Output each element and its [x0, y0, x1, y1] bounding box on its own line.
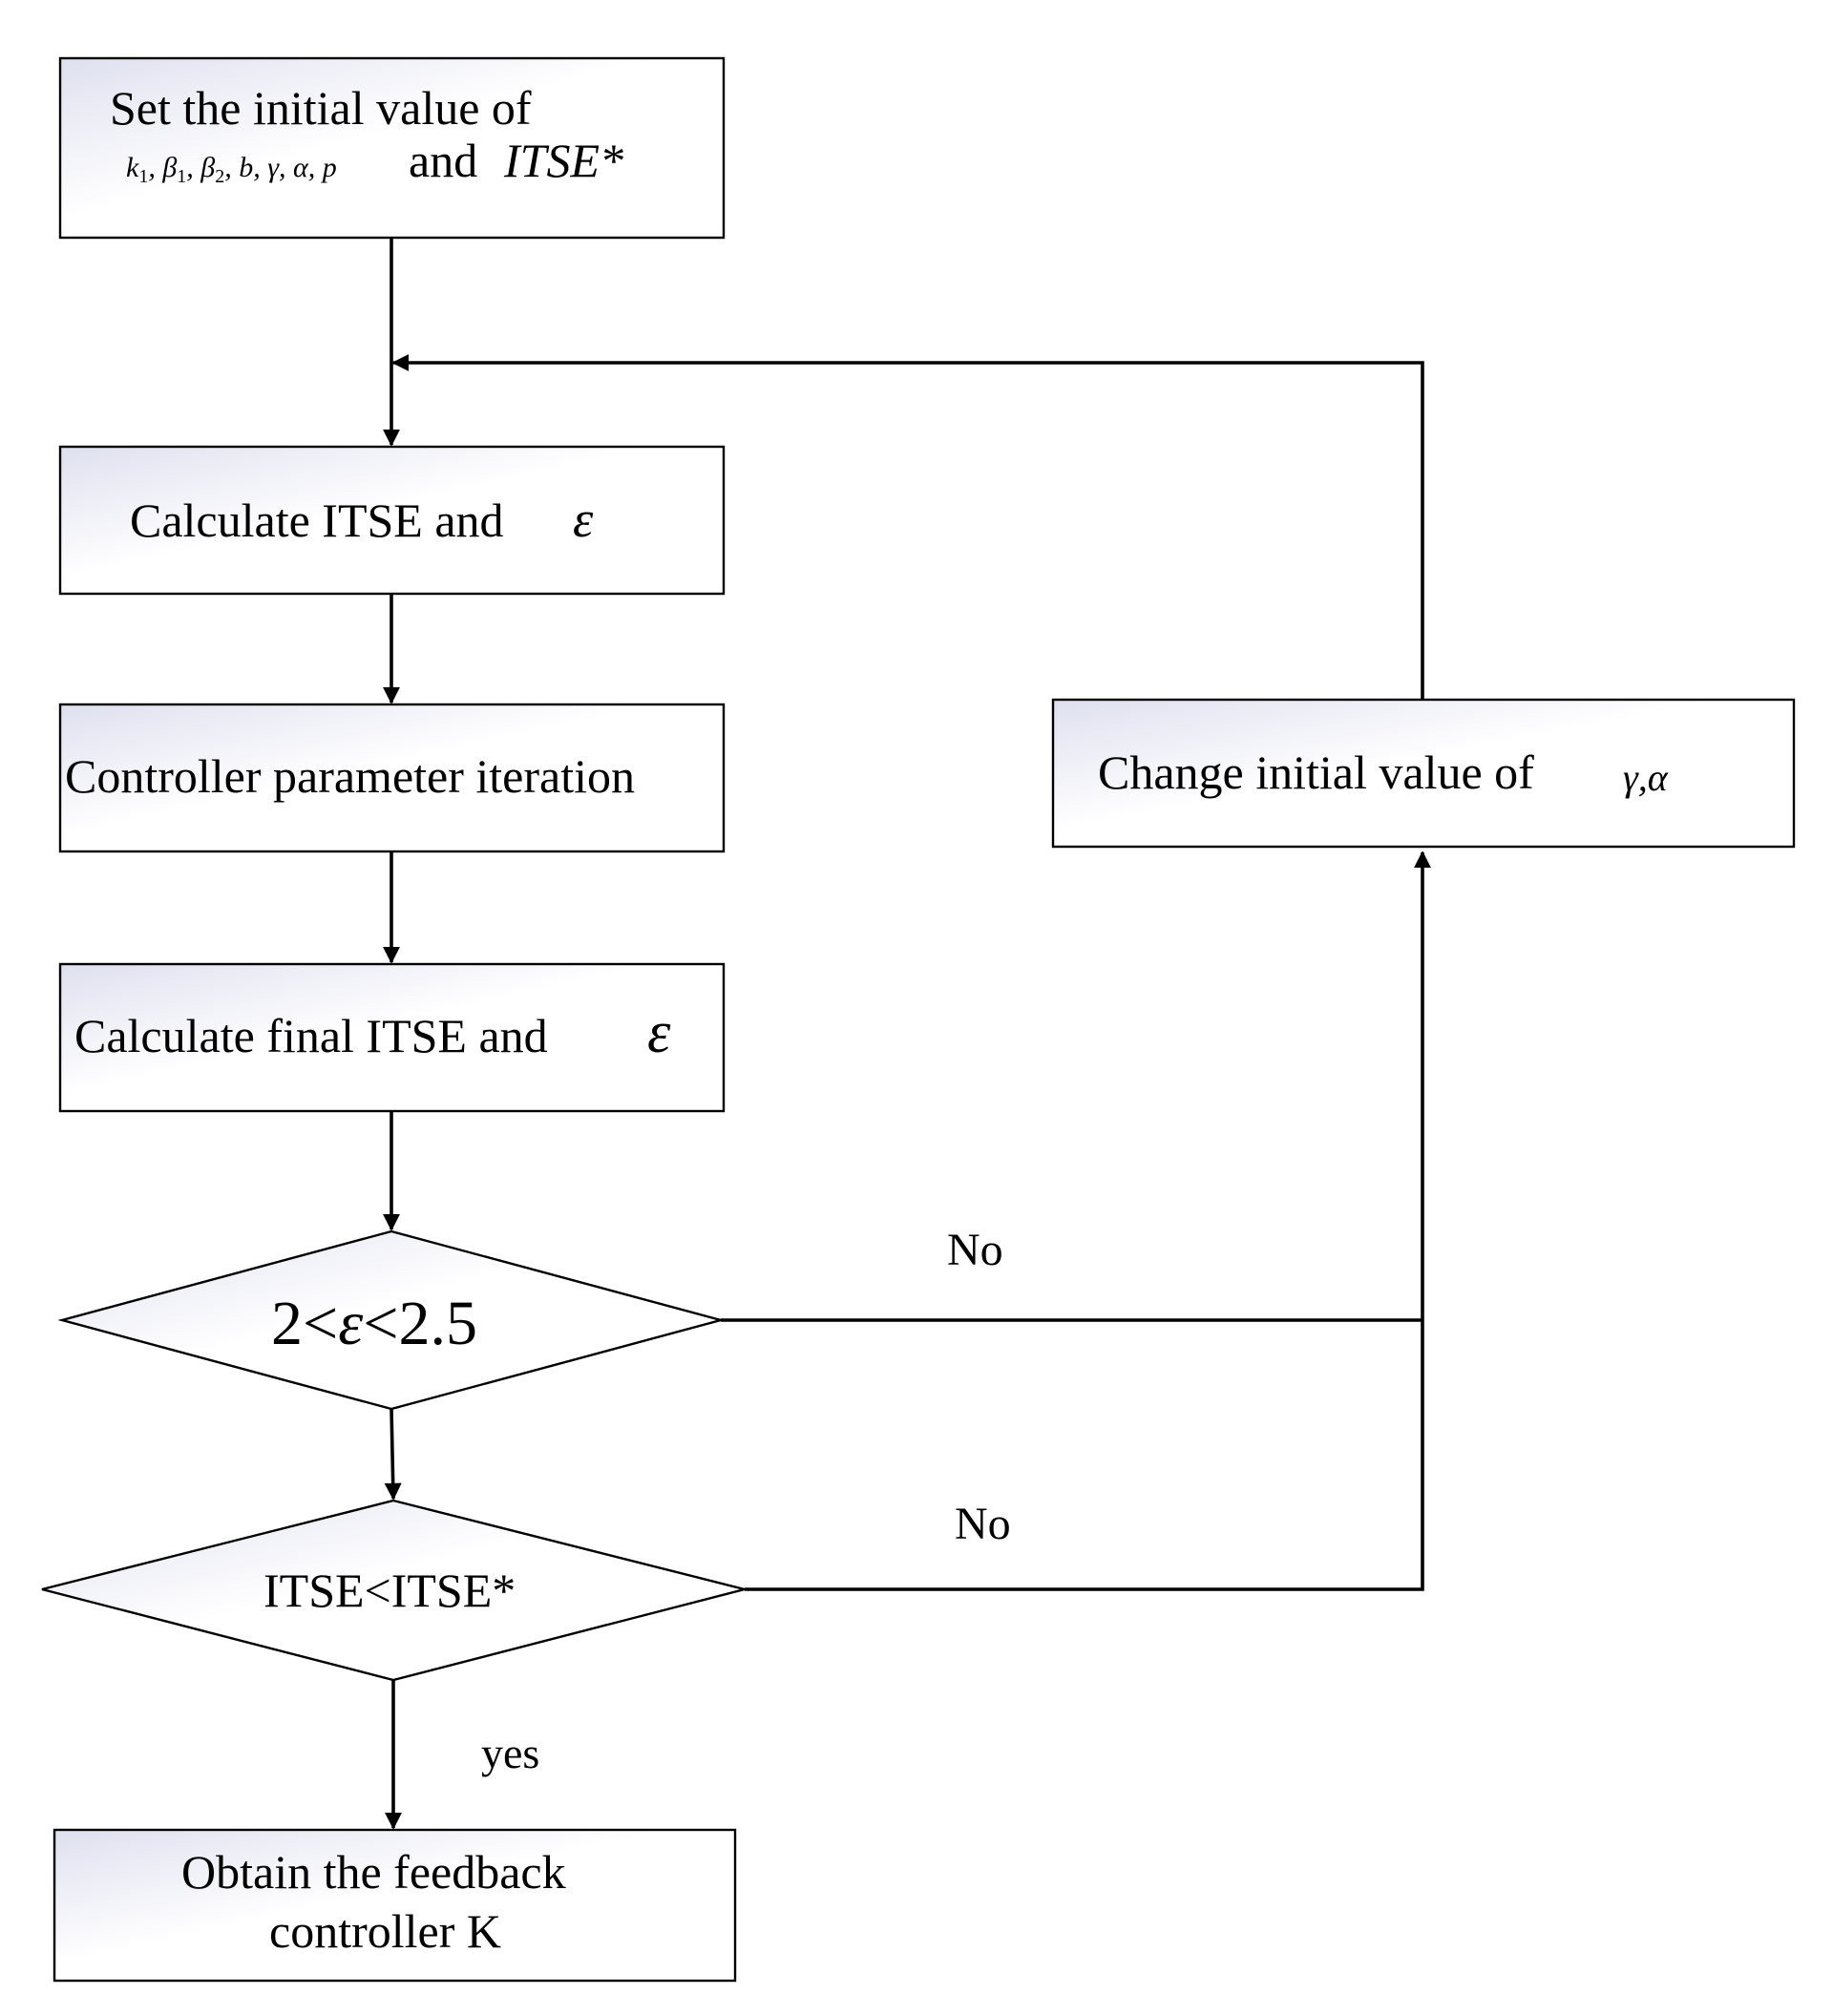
init-params: k1, β1, β2, b, γ, α, p [126, 152, 337, 187]
change-box [1051, 698, 1796, 849]
obtain-line1: Obtain the feedback [181, 1845, 566, 1899]
init-and: and [409, 134, 477, 187]
init-box [58, 56, 726, 240]
obtain-line2: controller K [269, 1904, 501, 1958]
iter-label: Controller parameter iteration [65, 749, 635, 803]
change-symbols: γ,α [1623, 756, 1669, 799]
connectors [383, 239, 1431, 1830]
edge-label-yes: yes [481, 1729, 539, 1777]
edge-label-no-1: No [947, 1225, 1003, 1275]
iter-box [58, 703, 726, 853]
obtain-box [53, 1828, 737, 1983]
calc-epsilon: ε [573, 491, 594, 548]
change-label: Change initial value of [1098, 746, 1534, 799]
calc-label: Calculate ITSE and [130, 494, 504, 547]
init-line1: Set the initial value of [110, 81, 532, 135]
edge-label-no-2: No [955, 1499, 1011, 1549]
itse-check-label: ITSE<ITSE* [263, 1564, 516, 1617]
loop-back-arrow [391, 354, 1424, 699]
final-epsilon: ε [647, 1000, 671, 1065]
itse-decision [41, 1499, 746, 1682]
final-label: Calculate final ITSE and [74, 1009, 548, 1062]
no-branch-itse [745, 850, 1431, 1591]
calc-box [58, 445, 726, 596]
final-box [58, 962, 726, 1113]
arrow-eps-to-itse [384, 1408, 402, 1501]
eps-decision [57, 1229, 726, 1411]
init-itse-star: ITSE* [503, 134, 623, 187]
eps-check-left: 2<ε<2.5 [271, 1289, 477, 1358]
